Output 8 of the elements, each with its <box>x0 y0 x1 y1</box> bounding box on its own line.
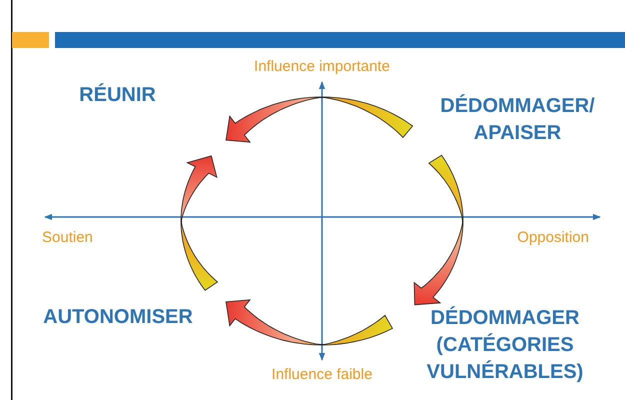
axis-label: Influence faible <box>270 366 374 384</box>
axis-label: Influence importante <box>253 58 391 76</box>
quadrant-label: RÉUNIR <box>78 82 157 108</box>
quadrant-label: DÉDOMMAGER (CATÉGORIES VULNÉRABLES) <box>426 305 584 385</box>
quadrant-label: DÉDOMMAGER/ APAISER <box>439 93 596 146</box>
quadrant-label: AUTONOMISER <box>42 305 194 330</box>
axis-label: Opposition <box>516 229 589 247</box>
axis-label: Soutien <box>42 229 94 247</box>
